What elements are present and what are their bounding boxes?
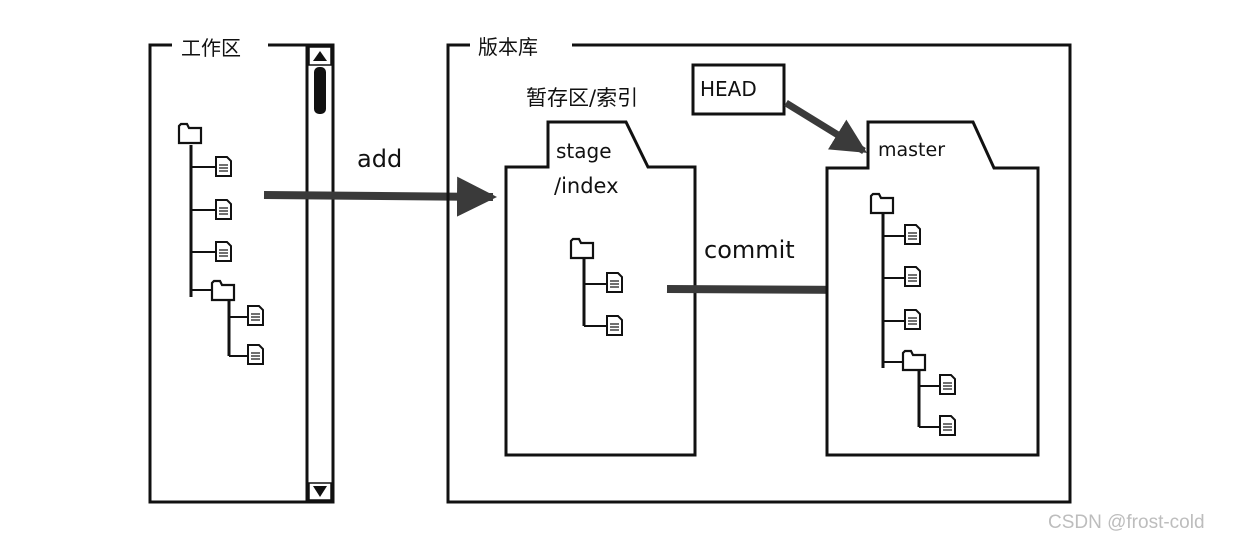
index-sub-label: /index (554, 174, 619, 198)
stage-folder: stage /index (504, 120, 697, 457)
file-icon (939, 374, 956, 395)
watermark: CSDN @frost-cold (1048, 512, 1205, 533)
file-icon (215, 199, 232, 220)
file-icon (904, 309, 921, 330)
scroll-down-arrow-icon[interactable] (313, 486, 327, 497)
file-icon (606, 272, 623, 293)
commit-arrow: commit (666, 236, 870, 310)
stage-file-tree (569, 237, 623, 336)
workspace-title: 工作区 (181, 36, 241, 60)
index-area-label: 暂存区/索引 (526, 86, 638, 110)
file-icon (215, 241, 232, 262)
head-pointer: HEAD (691, 63, 867, 154)
file-icon (247, 305, 264, 326)
master-tab-label: master (878, 139, 945, 161)
file-icon (939, 415, 956, 436)
scrollbar-thumb[interactable] (314, 67, 326, 114)
folder-icon (177, 122, 203, 145)
add-label: add (357, 145, 402, 173)
file-icon (904, 224, 921, 245)
add-arrow: add (263, 145, 497, 217)
master-file-tree (869, 192, 956, 436)
folder-icon (210, 279, 236, 302)
file-icon (247, 344, 264, 365)
scroll-up-arrow-icon[interactable] (313, 51, 327, 61)
stage-tab-label: stage (556, 139, 612, 163)
commit-label: commit (704, 236, 795, 264)
workspace-panel: 工作区 (148, 36, 335, 504)
workspace-scrollbar[interactable] (305, 45, 332, 502)
head-label: HEAD (700, 77, 757, 101)
repository-panel: 版本库 暂存区/索引 (446, 35, 1072, 504)
head-box (691, 63, 786, 116)
file-icon (904, 266, 921, 287)
workspace-file-tree (177, 122, 264, 365)
file-icon (215, 156, 232, 177)
file-icon (606, 315, 623, 336)
master-folder: master (825, 120, 1040, 457)
repository-title: 版本库 (478, 35, 538, 59)
